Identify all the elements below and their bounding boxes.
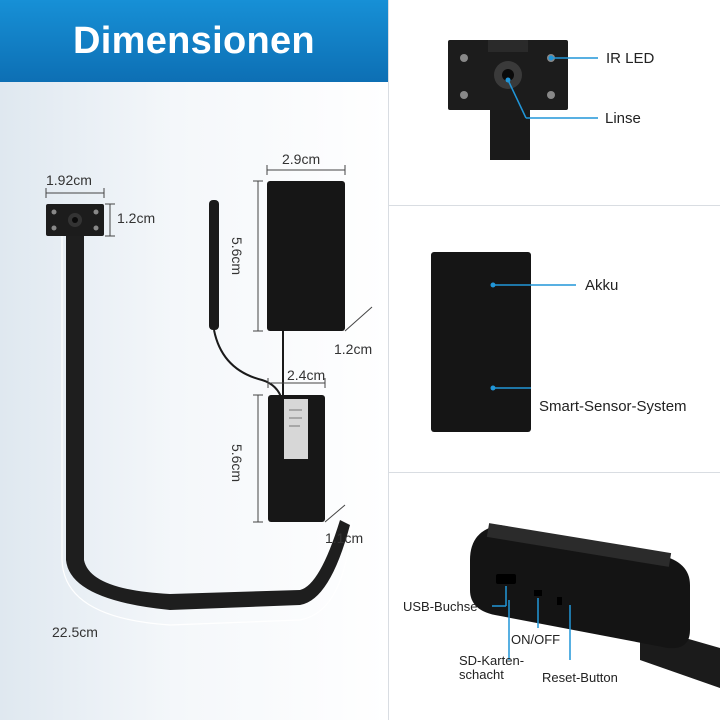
device-closeup-image (470, 523, 720, 688)
ribbon-cable-vertical (66, 236, 84, 560)
reset-button-label: Reset-Button (542, 670, 618, 685)
board-thickness-label: 1.1cm (325, 530, 364, 546)
battery-closeup-image (431, 252, 531, 432)
module-width-label: 1.92cm (46, 172, 92, 188)
title-banner (0, 0, 388, 82)
sd-slot-label-line2: schacht (459, 667, 504, 682)
camera-closeup-image (448, 40, 568, 160)
camera-module-image (46, 204, 104, 236)
panel-divider-top (389, 205, 720, 206)
antenna (209, 200, 219, 330)
battery-height-label: 5.6cm (229, 236, 246, 276)
panel-divider (388, 0, 389, 720)
module-height-label: 1.2cm (117, 210, 156, 226)
battery-thickness-label: 1.2cm (334, 341, 373, 357)
board-height-label: 5.6cm (229, 443, 246, 483)
ribbon-cable-curve (66, 520, 350, 610)
board-width-label: 2.4cm (287, 367, 326, 383)
sensor-system-label: Smart-Sensor-System (539, 398, 687, 415)
battery-image (267, 181, 345, 331)
page-title: Dimensionen (73, 20, 315, 62)
cable-length-label: 22.5cm (52, 624, 98, 640)
on-off-label: ON/OFF (511, 632, 561, 647)
sd-slot-label-line1: SD-Karten- (459, 653, 525, 668)
usb-port-label: USB-Buchse (403, 599, 478, 614)
ir-led-label: IR LED (606, 50, 655, 67)
cable-length-line (61, 236, 353, 626)
panel-divider-bottom (389, 472, 720, 473)
battery-label: Akku (585, 277, 619, 294)
lens-label: Linse (605, 110, 641, 127)
battery-width-label: 2.9cm (282, 151, 321, 167)
